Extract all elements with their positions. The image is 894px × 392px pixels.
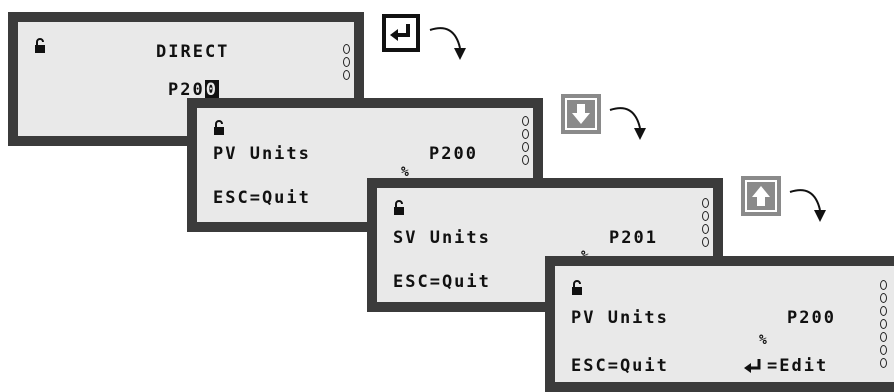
led-indicator: [702, 198, 709, 208]
unit-value: %: [759, 333, 767, 348]
led-indicator: [880, 332, 887, 342]
unlocked-icon: [214, 120, 224, 135]
enter-key-icon: [390, 24, 410, 41]
led-indicator: [702, 211, 709, 221]
led-indicator: [880, 345, 887, 355]
arrow-up-key-icon: [747, 182, 775, 210]
parameter-label: SV Units: [393, 228, 491, 248]
edit-hint: =Edit: [767, 356, 829, 376]
flow-arrow-icon: [609, 107, 646, 140]
parameter-code: P200: [168, 80, 219, 100]
esc-hint: ESC=Quit: [213, 188, 311, 208]
led-indicator: [880, 293, 887, 303]
unit-value: %: [401, 165, 409, 180]
parameter-code: P200: [787, 308, 836, 328]
led-indicator: [880, 280, 887, 290]
unlocked-icon: [572, 280, 582, 295]
led-indicator: [522, 142, 529, 152]
led-indicator: [343, 44, 350, 54]
led-indicator: [702, 237, 709, 247]
parameter-label: PV Units: [571, 308, 669, 328]
status-leds: [522, 116, 529, 165]
parameter-label: PV Units: [213, 144, 311, 164]
led-indicator: [702, 224, 709, 234]
led-indicator: [522, 129, 529, 139]
enter-key-button[interactable]: [382, 14, 420, 52]
unlocked-icon: [35, 38, 45, 53]
display-screen-direct: DIRECT P200: [8, 12, 364, 146]
enter-small-icon: [744, 359, 761, 373]
status-leds: [343, 44, 350, 80]
esc-hint: ESC=Quit: [393, 272, 491, 292]
arrow-down-key-icon: [567, 100, 595, 128]
esc-hint: ESC=Quit: [571, 356, 669, 376]
led-indicator: [880, 306, 887, 316]
mode-title: DIRECT: [156, 42, 230, 62]
status-leds: [702, 198, 709, 247]
unlocked-icon: [394, 200, 404, 215]
led-indicator: [522, 155, 529, 165]
up-key-button[interactable]: [741, 176, 781, 216]
flow-arrow-icon: [429, 27, 466, 60]
led-indicator: [880, 319, 887, 329]
display-screen-pv-units-edit: PV Units P200 % ESC=Quit =Edit: [545, 256, 894, 392]
led-indicator: [880, 358, 887, 368]
led-indicator: [343, 57, 350, 67]
flow-arrow-icon: [789, 189, 826, 222]
led-indicator: [343, 70, 350, 80]
down-key-button[interactable]: [561, 94, 601, 134]
display-screen-pv-units: PV Units P200 % ESC=Quit: [187, 98, 543, 232]
status-leds: [880, 280, 887, 368]
edit-cursor: 0: [204, 80, 219, 100]
parameter-code: P201: [609, 228, 658, 248]
parameter-code: P200: [429, 144, 478, 164]
led-indicator: [522, 116, 529, 126]
